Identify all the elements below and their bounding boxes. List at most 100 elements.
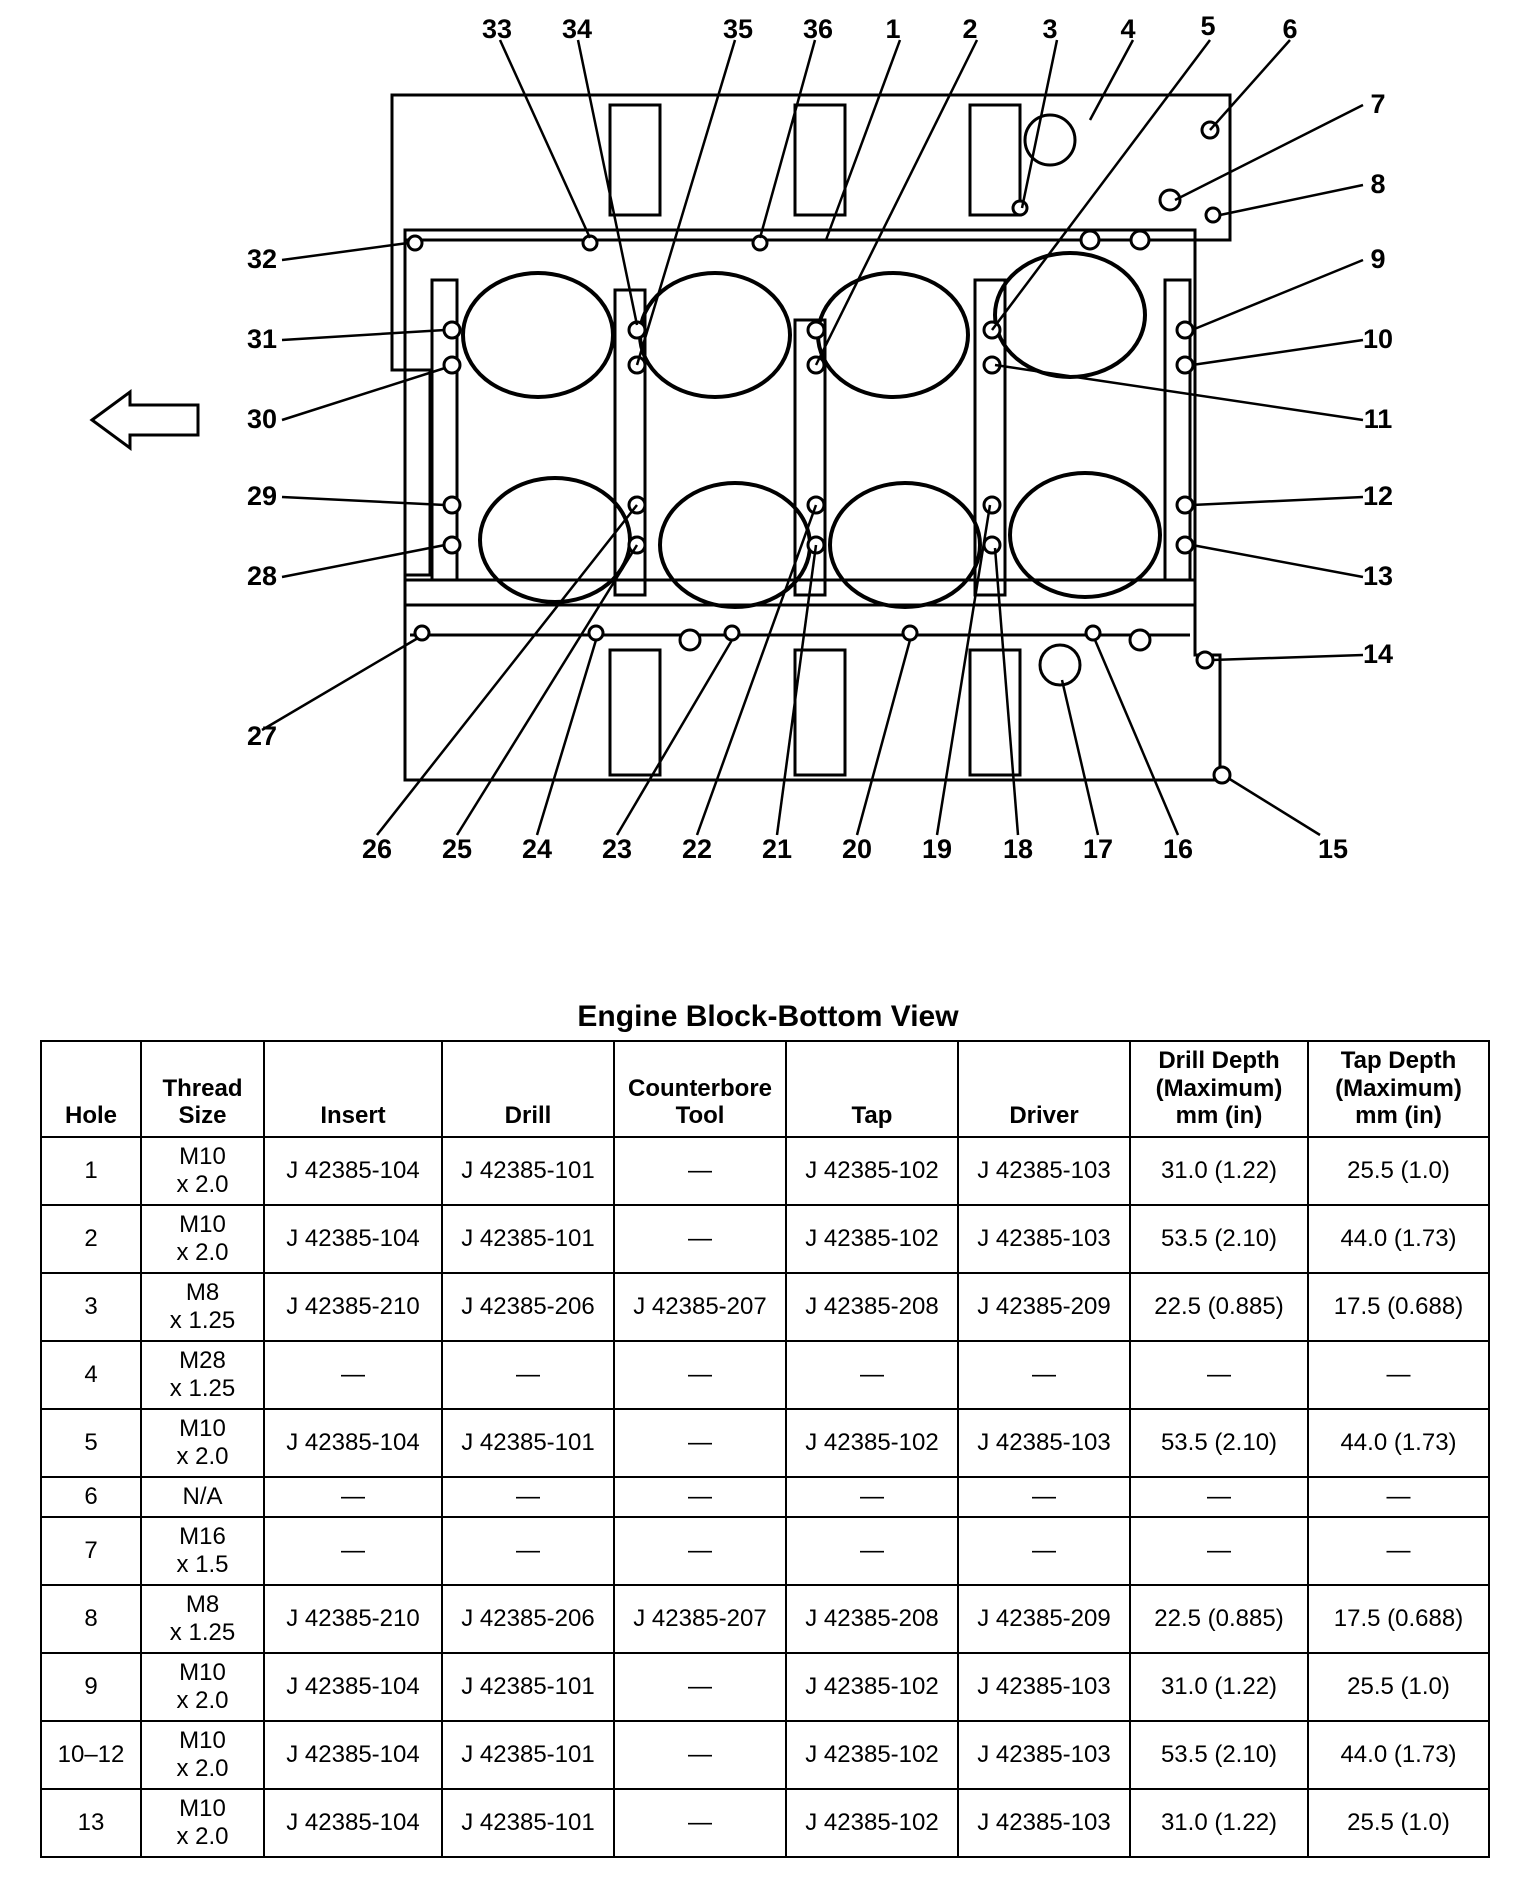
cell-hole: 6 (40, 1476, 142, 1518)
cell-text: 13 (77, 1809, 105, 1837)
header-tap-depth: Tap Depth (Maximum) mm (in) (1307, 1040, 1490, 1138)
cell-driver: J 42385-209 (957, 1584, 1131, 1654)
cell-text: — (860, 1483, 884, 1511)
cell-text: — (688, 1741, 712, 1769)
cell-text: — (516, 1483, 540, 1511)
cell-text: J 42385-104 (286, 1741, 420, 1769)
cell-text: J 42385-207 (633, 1605, 767, 1633)
cylinder-bores (461, 251, 1162, 609)
callout-14: 14 (1363, 639, 1393, 669)
cell-text: J 42385-102 (805, 1157, 939, 1185)
cell-text: 53.5 (2.10) (1160, 1741, 1278, 1769)
callout-32: 32 (247, 244, 277, 274)
cell-drill-depth: — (1129, 1340, 1309, 1410)
table-title: Engine Block-Bottom View (577, 1000, 959, 1033)
cell-drill-depth: 53.5 (2.10) (1129, 1204, 1309, 1274)
cell-drill-depth: 31.0 (1.22) (1129, 1788, 1309, 1858)
cell-text: 6 (84, 1483, 98, 1511)
cell-drill: J 42385-101 (441, 1136, 615, 1206)
cell-text: M10 x 2.0 (176, 1727, 229, 1782)
cell-text: — (860, 1537, 884, 1565)
callout-6: 6 (1282, 14, 1297, 44)
header-drill: Drill (441, 1040, 615, 1138)
cell-drill: J 42385-101 (441, 1204, 615, 1274)
cell-text: 5 (84, 1429, 98, 1457)
cell-insert: J 42385-104 (263, 1720, 443, 1790)
cell-text: M10 x 2.0 (176, 1795, 229, 1850)
cell-driver: J 42385-103 (957, 1788, 1131, 1858)
cell-counterbore-tool: J 42385-207 (613, 1272, 787, 1342)
cell-text: J 42385-102 (805, 1741, 939, 1769)
cell-text: — (688, 1483, 712, 1511)
cell-tap-depth: — (1307, 1340, 1490, 1410)
callout-20: 20 (842, 834, 872, 864)
leader-lines (261, 39, 1364, 837)
callout-16: 16 (1163, 834, 1193, 864)
cell-hole: 9 (40, 1652, 142, 1722)
cell-text: M16 x 1.5 (176, 1523, 229, 1578)
cell-text: — (688, 1225, 712, 1253)
cell-thread-size: M10 x 2.0 (140, 1136, 265, 1206)
cell-drill-depth: 31.0 (1.22) (1129, 1652, 1309, 1722)
cell-text: M10 x 2.0 (176, 1659, 229, 1714)
cell-insert: J 42385-104 (263, 1788, 443, 1858)
cell-text: J 42385-104 (286, 1429, 420, 1457)
cell-text: M10 x 2.0 (176, 1143, 229, 1198)
cell-text: J 42385-104 (286, 1225, 420, 1253)
cell-hole: 7 (40, 1516, 142, 1586)
callout-labels: 1 2 3 4 5 6 7 8 9 10 11 12 13 14 15 16 1… (247, 11, 1393, 864)
cell-counterbore-tool: — (613, 1204, 787, 1274)
cell-text: J 42385-103 (977, 1673, 1111, 1701)
callout-5: 5 (1200, 11, 1215, 41)
cell-thread-size: M10 x 2.0 (140, 1788, 265, 1858)
cell-hole: 2 (40, 1204, 142, 1274)
callout-18: 18 (1003, 834, 1033, 864)
cell-text: J 42385-101 (461, 1429, 595, 1457)
cell-text: 3 (84, 1293, 98, 1321)
cell-text: J 42385-102 (805, 1673, 939, 1701)
callout-25: 25 (442, 834, 472, 864)
callout-11: 11 (1364, 404, 1393, 434)
cell-text: J 42385-103 (977, 1225, 1111, 1253)
cell-text: 10–12 (57, 1741, 125, 1769)
cell-hole: 1 (40, 1136, 142, 1206)
cell-counterbore-tool: — (613, 1720, 787, 1790)
cell-text: 44.0 (1.73) (1340, 1741, 1457, 1769)
cell-counterbore-tool: — (613, 1652, 787, 1722)
callout-2: 2 (962, 14, 977, 44)
cell-drill: J 42385-101 (441, 1788, 615, 1858)
callout-34: 34 (562, 14, 592, 44)
cell-hole: 5 (40, 1408, 142, 1478)
header-counterbore-tool: Counterbore Tool (613, 1040, 787, 1138)
cell-counterbore-tool: — (613, 1408, 787, 1478)
callout-33: 33 (482, 14, 512, 44)
cell-text: J 42385-208 (805, 1605, 939, 1633)
callout-36: 36 (803, 14, 833, 44)
cell-text: 17.5 (0.688) (1333, 1605, 1464, 1633)
cell-tap-depth: 25.5 (1.0) (1307, 1652, 1490, 1722)
cell-tap: — (785, 1340, 959, 1410)
cell-text: 7 (84, 1537, 98, 1565)
cell-insert: J 42385-104 (263, 1408, 443, 1478)
cell-thread-size: M10 x 2.0 (140, 1408, 265, 1478)
cell-drill: — (441, 1340, 615, 1410)
cell-tap-depth: 17.5 (0.688) (1307, 1584, 1490, 1654)
callout-8: 8 (1370, 169, 1385, 199)
callout-17: 17 (1083, 834, 1113, 864)
cell-drill-depth: 22.5 (0.885) (1129, 1584, 1309, 1654)
cell-text: 22.5 (0.885) (1154, 1293, 1284, 1321)
cell-thread-size: M10 x 2.0 (140, 1204, 265, 1274)
cell-text: 53.5 (2.10) (1160, 1225, 1278, 1253)
callout-10: 10 (1363, 324, 1393, 354)
cell-insert: J 42385-210 (263, 1584, 443, 1654)
bolt-holes (406, 120, 1232, 785)
block-webs (430, 103, 1192, 777)
cell-driver: J 42385-103 (957, 1720, 1131, 1790)
cell-text: — (516, 1361, 540, 1389)
cell-driver: J 42385-103 (957, 1652, 1131, 1722)
cell-text: 1 (84, 1157, 98, 1185)
